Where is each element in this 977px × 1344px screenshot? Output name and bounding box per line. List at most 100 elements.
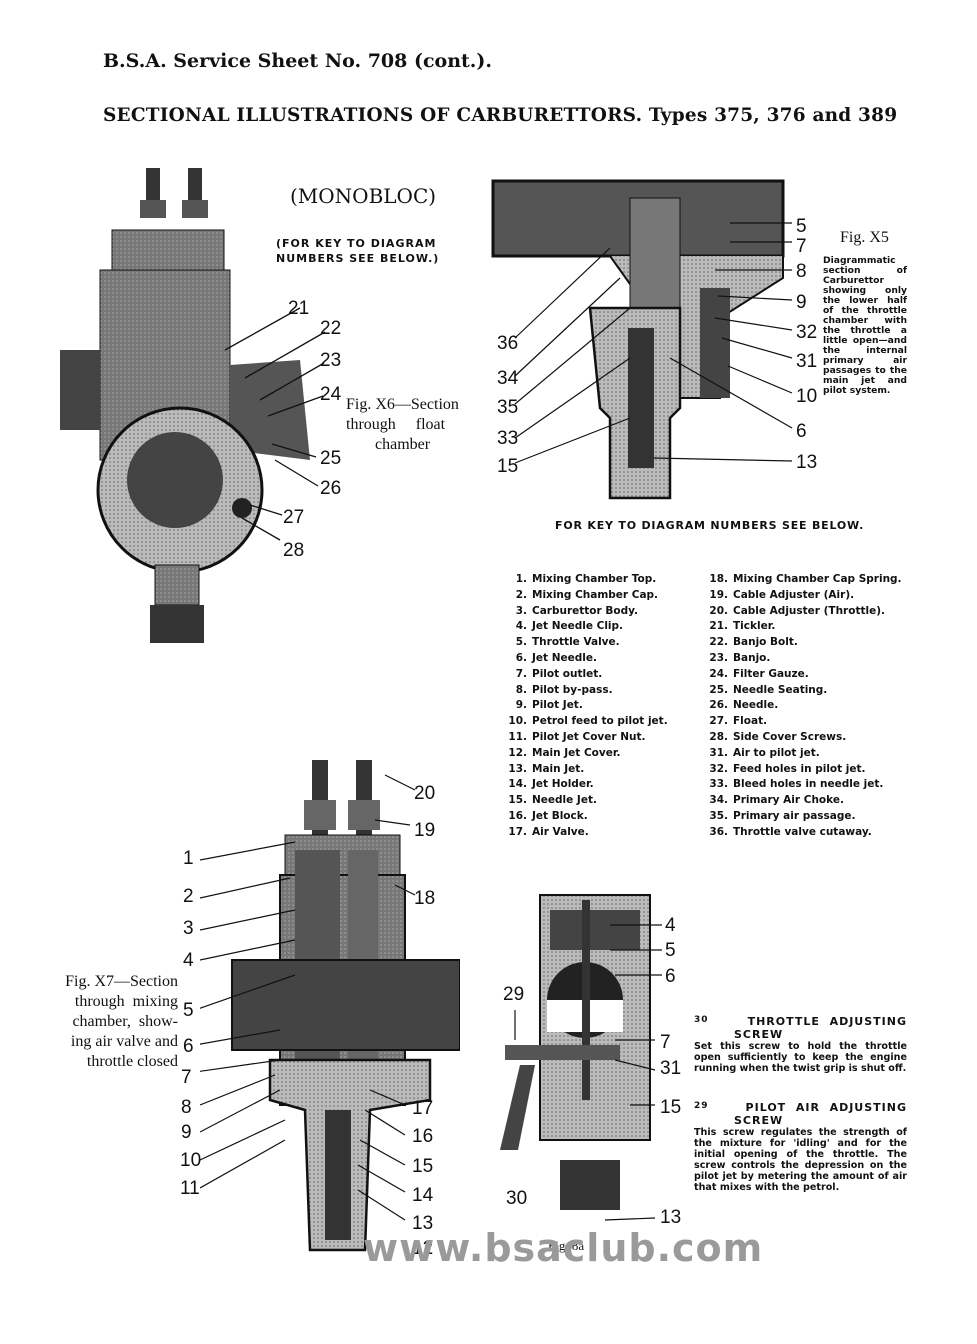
fig-8a-illustration <box>500 894 662 1221</box>
callout-27: 27 <box>283 507 305 528</box>
screw-30-text: Set this screw to hold the throttle open… <box>694 1041 907 1074</box>
key-item: 26.Needle. <box>709 699 779 712</box>
callout-2: 2 <box>183 886 194 907</box>
x6-key-note-2: NUMBERS SEE BELOW.) <box>276 252 440 265</box>
sheet-title: B.S.A. Service Sheet No. 708 (cont.). <box>103 50 493 72</box>
key-item: 32.Feed holes in pilot jet. <box>709 762 866 775</box>
screw-29-note: 29 PILOT AIR ADJUSTING SCREW This screw … <box>694 1101 907 1193</box>
key-item: 34.Primary Air Choke. <box>709 794 844 807</box>
key-item: 31.Air to pilot jet. <box>709 746 820 759</box>
x6-caption-2: through float <box>346 416 446 433</box>
callout-23: 23 <box>320 350 342 371</box>
key-item: 24.Filter Gauze. <box>709 667 809 680</box>
screw-29-title: PILOT AIR ADJUSTING <box>745 1101 907 1114</box>
callout-7-x7: 7 <box>181 1067 192 1088</box>
x6-caption-1: Fig. X6—Section <box>346 396 459 413</box>
key-item: 36.Throttle valve cutaway. <box>709 825 872 838</box>
callout-15-8a: 15 <box>660 1097 682 1118</box>
callout-17: 17 <box>412 1098 434 1119</box>
callout-19: 19 <box>414 820 436 841</box>
screw-29-num: 29 <box>694 1101 709 1111</box>
callout-14: 14 <box>412 1185 434 1206</box>
key-note: FOR KEY TO DIAGRAM NUMBERS SEE BELOW. <box>555 519 865 532</box>
callout-6: 6 <box>796 421 807 442</box>
callout-5-8a: 5 <box>665 940 676 961</box>
fig-x5-description: Diagrammatic section of Carburettor show… <box>823 255 907 396</box>
key-item: 16.Jet Block. <box>508 809 588 822</box>
callout-36: 36 <box>497 333 519 354</box>
callout-3: 3 <box>183 918 194 939</box>
screw-30-title2: SCREW <box>734 1028 784 1041</box>
key-item: 21.Tickler. <box>709 620 776 633</box>
key-item: 9.Pilot Jet. <box>515 699 583 712</box>
callout-34: 34 <box>497 368 519 389</box>
key-item: 20.Cable Adjuster (Throttle). <box>709 604 885 617</box>
callout-30: 30 <box>506 1188 528 1209</box>
key-item: 18.Mixing Chamber Cap Spring. <box>709 573 902 585</box>
callout-15: 15 <box>497 456 519 477</box>
callout-31: 31 <box>796 351 818 372</box>
key-item: 1.Mixing Chamber Top. <box>515 573 657 585</box>
callout-4: 4 <box>183 950 194 971</box>
key-item: 5.Throttle Valve. <box>515 636 620 649</box>
callout-13-8a: 13 <box>660 1207 682 1228</box>
screw-30-num: 30 <box>694 1015 709 1025</box>
key-item: 35.Primary air passage. <box>709 809 856 822</box>
x6-key-note-1: (FOR KEY TO DIAGRAM <box>276 237 437 250</box>
key-item: 11.Pilot Jet Cover Nut. <box>508 730 646 743</box>
callout-10-x7: 10 <box>180 1150 202 1171</box>
callout-6-8a: 6 <box>665 966 676 987</box>
callout-15-x7: 15 <box>412 1156 434 1177</box>
screw-29-text: This screw regulates the strength of the… <box>694 1127 907 1193</box>
key-list-left: 1.Mixing Chamber Top. 2.Mixing Chamber C… <box>507 572 668 841</box>
key-item: 19.Cable Adjuster (Air). <box>709 588 855 601</box>
key-item: 23.Banjo. <box>709 651 771 664</box>
callout-8: 8 <box>796 261 807 282</box>
callout-12: 12 <box>412 1238 434 1259</box>
callout-5: 5 <box>796 216 807 237</box>
x6-caption-3: chamber <box>375 436 431 453</box>
callout-24: 24 <box>320 384 342 405</box>
callout-22: 22 <box>320 318 342 339</box>
callout-9-x7: 9 <box>181 1122 192 1143</box>
key-item: 8.Pilot by-pass. <box>515 683 613 696</box>
callout-11-x7: 11 <box>180 1178 200 1199</box>
key-list-right: 18.Mixing Chamber Cap Spring. 19.Cable A… <box>708 572 902 841</box>
key-item: 7.Pilot outlet. <box>515 667 603 680</box>
key-item: 2.Mixing Chamber Cap. <box>515 588 659 601</box>
screw-30-note: 30 THROTTLE ADJUSTING SCREW Set this scr… <box>694 1015 907 1074</box>
callout-4-8a: 4 <box>665 915 676 936</box>
key-item: 33.Bleed holes in needle jet. <box>709 778 884 791</box>
monobloc-heading: (MONOBLOC) <box>290 184 437 208</box>
key-item: 6.Jet Needle. <box>515 651 597 664</box>
key-item: 27.Float. <box>709 715 768 728</box>
callout-6-x7: 6 <box>183 1036 194 1057</box>
callout-13-x7: 13 <box>412 1213 434 1234</box>
callout-21: 21 <box>288 298 310 319</box>
callout-7-8a: 7 <box>660 1032 671 1053</box>
callout-32: 32 <box>796 322 818 343</box>
callout-28: 28 <box>283 540 305 561</box>
key-item: 3.Carburettor Body. <box>515 604 638 617</box>
screw-29-title2: SCREW <box>734 1114 784 1127</box>
key-item: 12.Main Jet Cover. <box>508 746 621 759</box>
fig-x5-illustration <box>491 179 793 500</box>
watermark: www.bsaclub.com <box>363 1226 764 1270</box>
callout-9: 9 <box>796 292 807 313</box>
callout-18: 18 <box>414 888 436 909</box>
callout-16: 16 <box>412 1126 434 1147</box>
key-item: 15.Needle Jet. <box>508 794 597 807</box>
key-item: 13.Main Jet. <box>508 762 585 775</box>
key-item: 10.Petrol feed to pilot jet. <box>508 715 668 728</box>
callout-10: 10 <box>796 386 818 407</box>
key-item: 22.Banjo Bolt. <box>709 636 798 649</box>
callout-35: 35 <box>497 397 519 418</box>
key-item: 17.Air Valve. <box>508 825 589 838</box>
fig-8a-caption: Fig. 8a <box>548 1238 585 1253</box>
fig-x7-illustration <box>200 760 460 1252</box>
screw-30-title: THROTTLE ADJUSTING <box>747 1015 907 1028</box>
callout-29: 29 <box>503 984 525 1005</box>
callout-26: 26 <box>320 478 342 499</box>
key-item: 28.Side Cover Screws. <box>709 730 847 743</box>
main-title: SECTIONAL ILLUSTRATIONS OF CARBURETTORS.… <box>103 105 898 126</box>
